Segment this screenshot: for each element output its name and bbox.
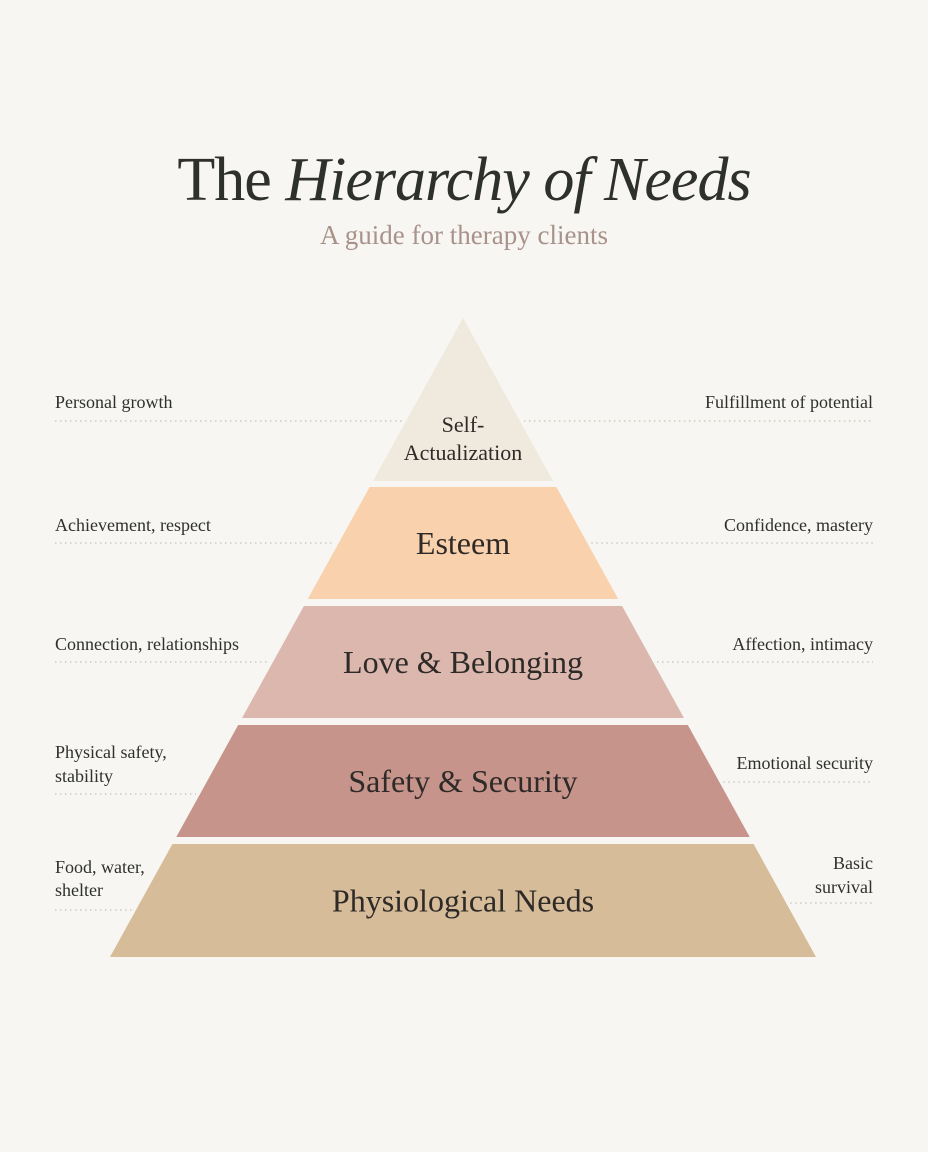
- tier-love-belonging: Love & Belonging: [242, 606, 684, 718]
- left-annotation: Connection, relationships: [55, 634, 239, 654]
- right-annotation: Basic: [833, 853, 873, 873]
- tier-self-actualization: Self- Actualization: [372, 318, 554, 481]
- right-annotation: Confidence, mastery: [724, 515, 873, 535]
- right-annotation: Affection, intimacy: [732, 634, 873, 654]
- tier-esteem: Esteem: [307, 487, 619, 599]
- left-annotation: Physical safety,: [55, 742, 167, 762]
- tier-safety-security: Safety & Security: [176, 725, 750, 837]
- right-annotation: Emotional security: [737, 753, 873, 773]
- left-annotation: Food, water,: [55, 857, 145, 877]
- tier-shape: [307, 487, 619, 599]
- tier-label: Esteem: [416, 525, 510, 561]
- tier-shape: [110, 844, 816, 957]
- title-emphasis: Hierarchy of Needs: [285, 146, 751, 214]
- title-prefix: The: [177, 146, 271, 214]
- left-annotation: Achievement, respect: [55, 515, 211, 535]
- tier-physiological-needs: Physiological Needs: [110, 844, 816, 957]
- tier-shape: [242, 606, 684, 718]
- left-annotation: shelter: [55, 880, 103, 900]
- tier-label: Safety & Security: [348, 763, 577, 799]
- tier-shape: [372, 318, 554, 481]
- page-title: The Hierarchy of Needs: [0, 145, 928, 216]
- right-annotation: survival: [815, 877, 873, 897]
- right-annotation: Fulfillment of potential: [705, 392, 873, 412]
- left-annotation: Personal growth: [55, 392, 172, 412]
- tier-label: Actualization: [404, 440, 523, 465]
- left-annotation: stability: [55, 766, 113, 786]
- tier-shape: [176, 725, 750, 837]
- tier-label: Love & Belonging: [343, 644, 583, 680]
- tier-label: Self-: [442, 412, 485, 437]
- subtitle: A guide for therapy clients: [320, 220, 608, 250]
- tier-label: Physiological Needs: [332, 883, 594, 919]
